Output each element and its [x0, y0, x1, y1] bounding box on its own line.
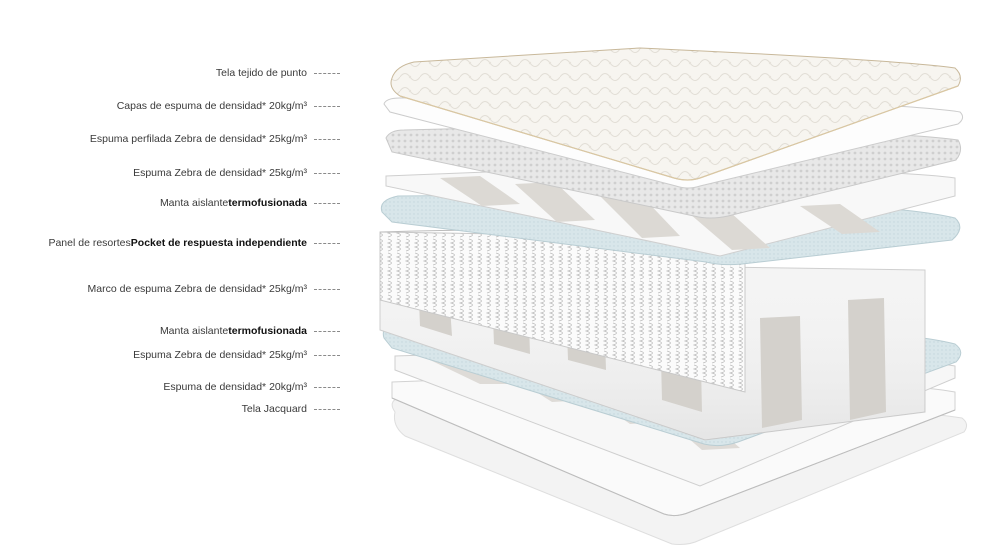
leader-line — [314, 242, 340, 244]
label-bold: Pocket de respuesta independiente — [130, 237, 307, 249]
label-text: Manta aislante — [159, 325, 229, 337]
label-text: Panel de resortes — [48, 237, 131, 249]
label-text: Capas de espuma de densidad* 20kg/m³ — [116, 100, 307, 112]
label-comfort-foam: Capas de espuma de densidad* 20kg/m³ — [117, 100, 340, 112]
leader-line — [314, 386, 340, 388]
leader-line — [314, 330, 340, 332]
label-text: Espuma Zebra de densidad* 25kg/m³ — [133, 349, 307, 361]
label-profiled-zebra: Espuma perfilada Zebra de densidad* 25kg… — [90, 133, 340, 145]
label-text: Espuma de densidad* 20kg/m³ — [163, 381, 307, 393]
label-text: Manta aislante — [159, 197, 229, 209]
label-felt-top: Manta aislante termofusionada — [160, 197, 340, 209]
leader-line — [314, 202, 340, 204]
leader-line — [314, 408, 340, 410]
label-text: Espuma perfilada Zebra de densidad* 25kg… — [89, 133, 307, 145]
leader-line — [314, 288, 340, 290]
leader-line — [314, 138, 340, 140]
label-jacquard-fabric: Tela Jacquard — [242, 403, 340, 415]
label-zebra-foam-top: Espuma Zebra de densidad* 25kg/m³ — [133, 167, 340, 179]
label-bold: termofusionada — [228, 325, 307, 337]
leader-line — [314, 354, 340, 356]
label-knit-fabric: Tela tejido de punto — [216, 67, 340, 79]
label-bold: termofusionada — [228, 197, 307, 209]
label-text: Tela Jacquard — [241, 403, 307, 415]
label-text: Espuma Zebra de densidad* 25kg/m³ — [133, 167, 307, 179]
leader-line — [314, 105, 340, 107]
label-text: Marco de espuma Zebra de densidad* 25kg/… — [87, 283, 307, 295]
leader-line — [314, 172, 340, 174]
label-text: Tela tejido de punto — [215, 67, 307, 79]
label-felt-bottom: Manta aislante termofusionada — [160, 325, 340, 337]
label-zebra-foam-bottom: Espuma Zebra de densidad* 25kg/m³ — [133, 349, 340, 361]
label-zebra-frame: Marco de espuma Zebra de densidad* 25kg/… — [88, 283, 340, 295]
label-pocket-springs: Panel de resortes Pocket de respuesta in… — [48, 237, 340, 249]
knit-fabric-layer — [390, 47, 961, 181]
leader-line — [314, 72, 340, 74]
label-base-foam: Espuma de densidad* 20kg/m³ — [163, 381, 340, 393]
